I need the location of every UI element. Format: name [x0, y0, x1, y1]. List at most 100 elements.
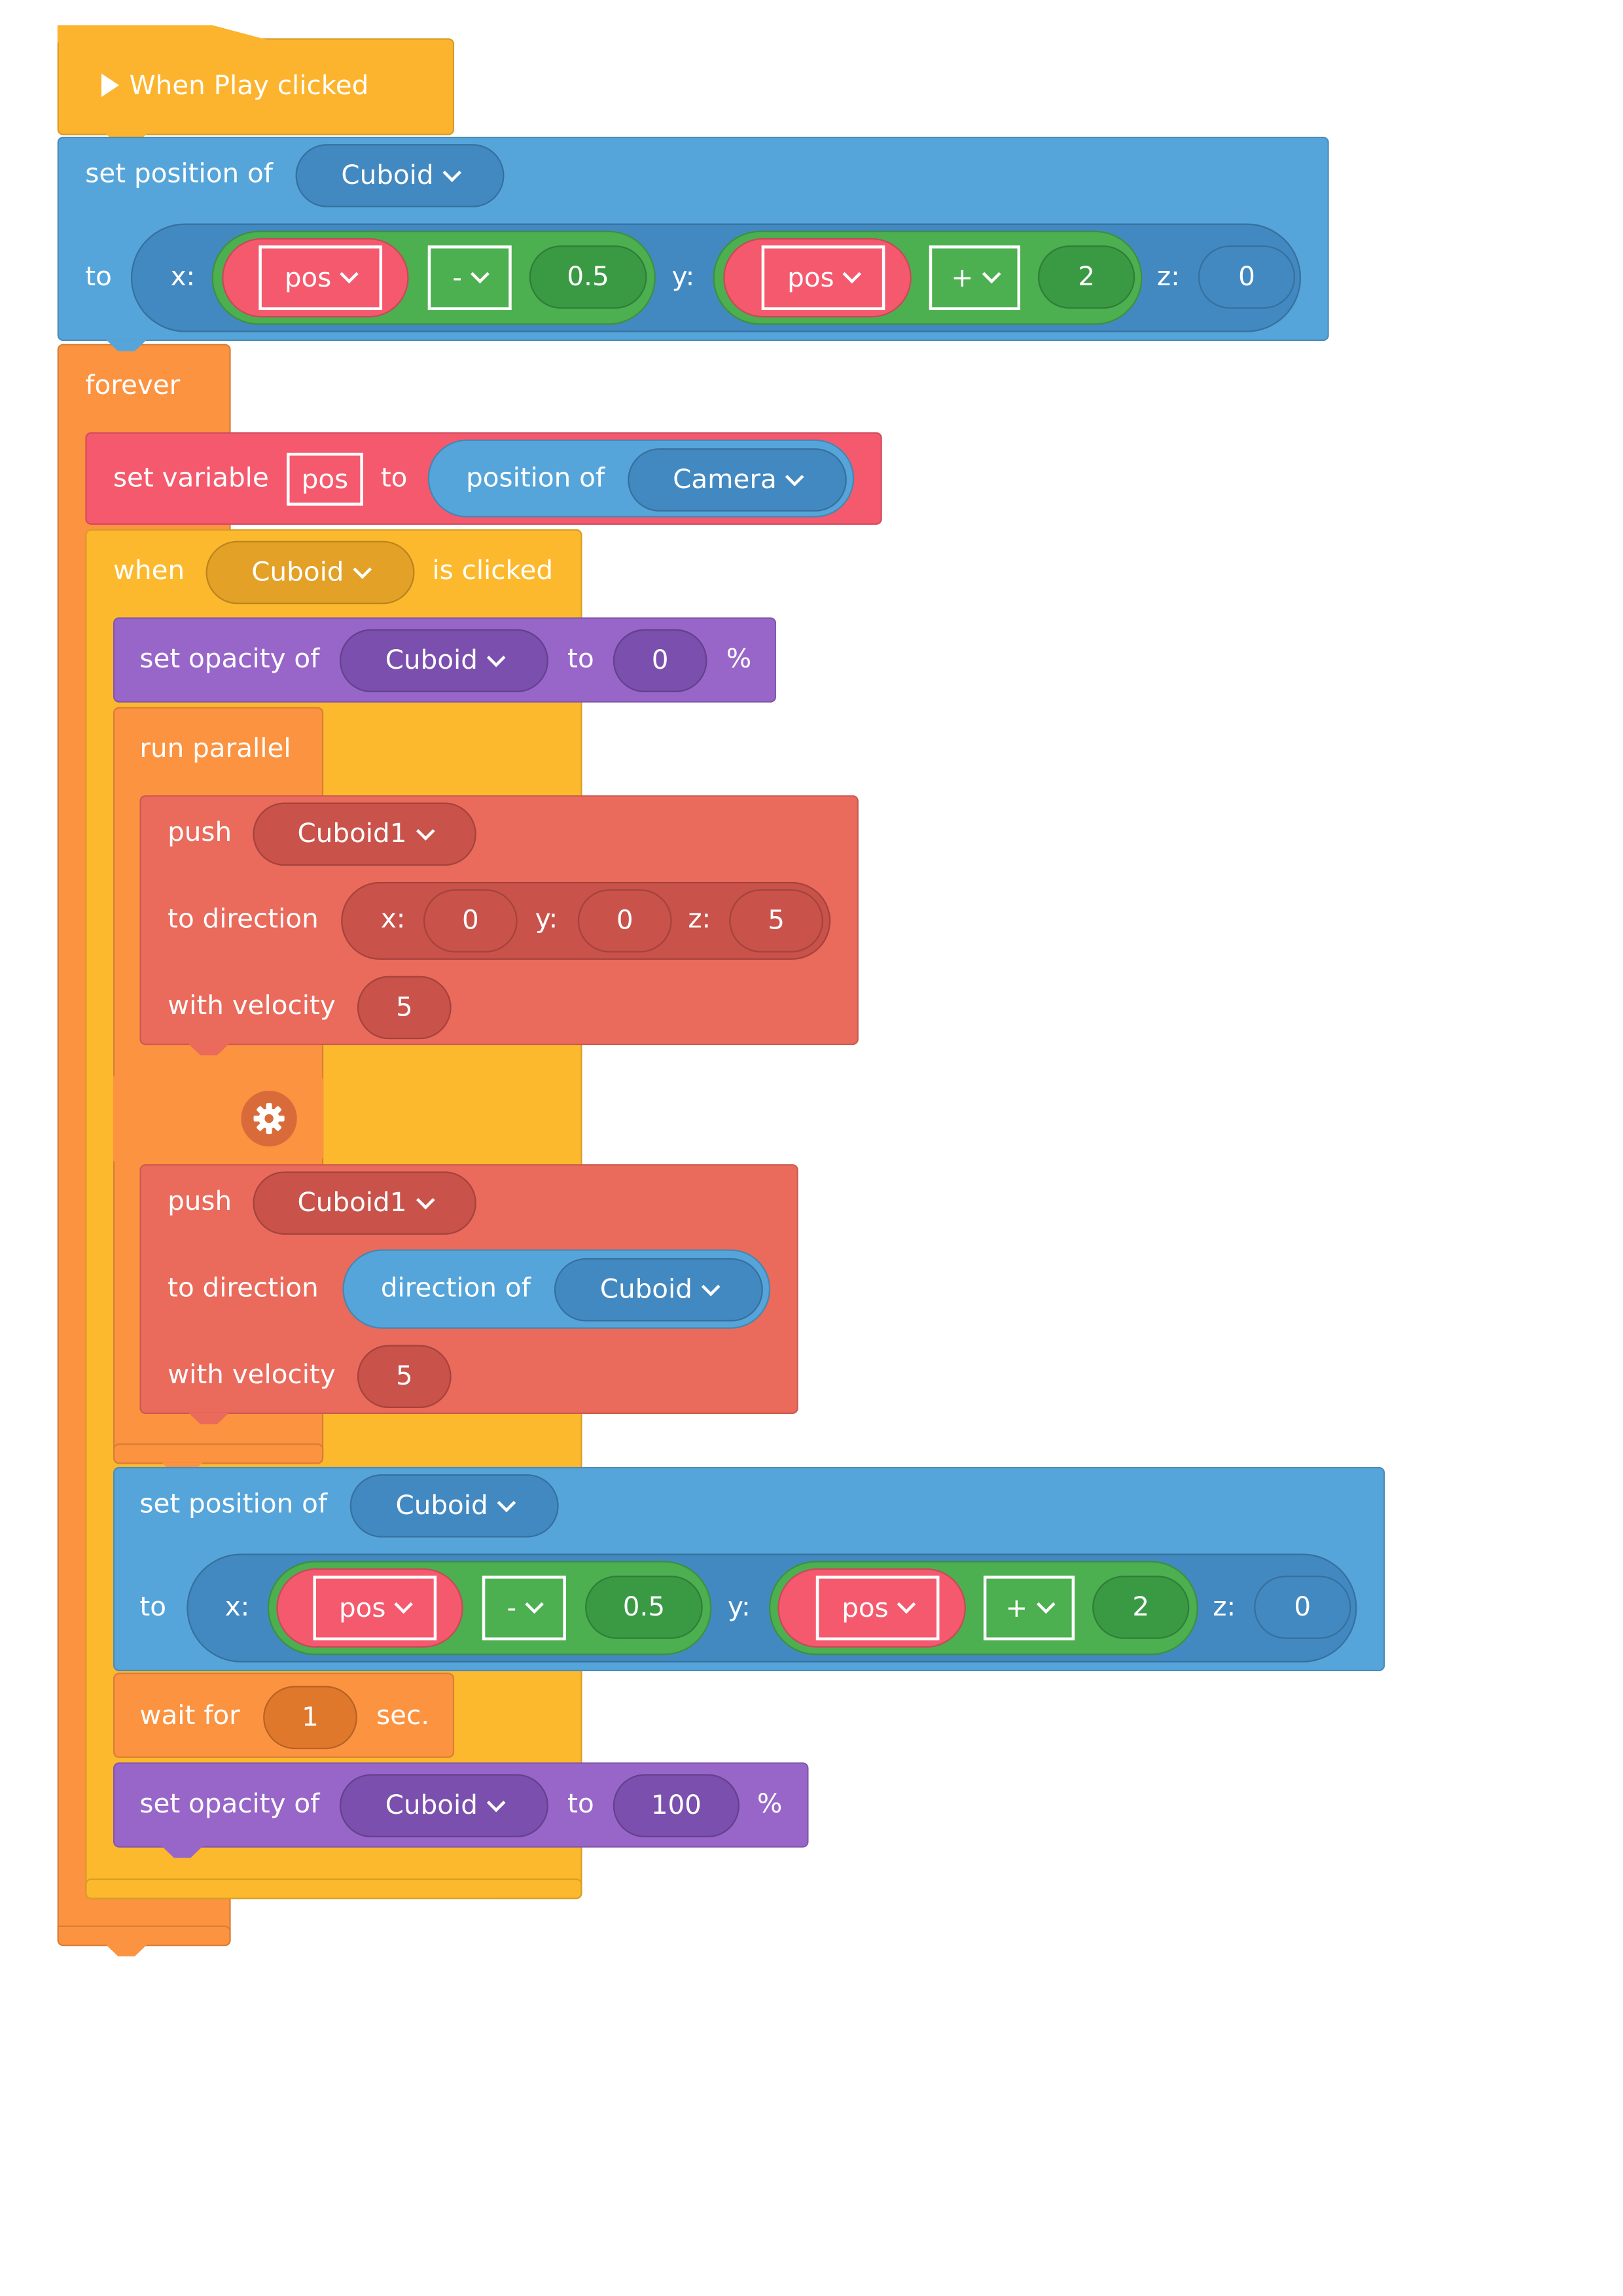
- chevron-down-icon: [340, 264, 359, 284]
- position-of-label: position of: [466, 463, 605, 494]
- forever-bottom-notch: [105, 1944, 147, 1956]
- x-variable-reporter[interactable]: [222, 238, 409, 318]
- x-number-input[interactable]: 0.5: [585, 1576, 703, 1639]
- y-variable-reporter[interactable]: [723, 238, 912, 318]
- push-y-input[interactable]: 0: [577, 889, 672, 953]
- to-direction-label: to direction: [168, 1273, 319, 1304]
- y-variable-dropdown[interactable]: pos: [761, 245, 885, 310]
- wait-for-label: wait for: [139, 1701, 240, 1732]
- chevron-down-icon: [982, 264, 1001, 284]
- set-position-notch: [105, 339, 147, 351]
- with-velocity-label: with velocity: [168, 991, 336, 1022]
- run-parallel-block-bottom[interactable]: [113, 1443, 324, 1464]
- direction-of-label: direction of: [380, 1273, 531, 1304]
- set-position-label: set position of: [139, 1489, 328, 1520]
- chevron-down-icon: [416, 821, 435, 840]
- to-direction-label: to direction: [168, 904, 319, 935]
- push-label: push: [168, 1186, 232, 1218]
- z-number-input[interactable]: 0: [1254, 1576, 1351, 1639]
- gear-icon[interactable]: [241, 1090, 297, 1147]
- chevron-down-icon: [525, 1595, 544, 1614]
- run-parallel-label: run parallel: [139, 733, 291, 765]
- camera-dropdown[interactable]: Camera: [628, 448, 847, 512]
- set-position-label: set position of: [85, 158, 273, 190]
- chevron-down-icon: [843, 264, 862, 284]
- wait-unit-label: sec.: [376, 1701, 430, 1732]
- direction-object-dropdown[interactable]: Cuboid: [554, 1258, 763, 1322]
- x-number-input[interactable]: 0.5: [529, 245, 647, 309]
- y-variable-reporter[interactable]: [777, 1568, 966, 1648]
- opacity-unit-label: %: [726, 643, 752, 675]
- chevron-down-icon: [785, 467, 805, 486]
- x-operator-dropdown[interactable]: -: [482, 1576, 566, 1640]
- when-clicked-block-bottom[interactable]: [85, 1878, 582, 1899]
- clicked-object-dropdown[interactable]: Cuboid: [205, 540, 415, 605]
- object-dropdown[interactable]: Cuboid: [349, 1474, 559, 1538]
- to-label: to: [139, 1591, 167, 1623]
- set-opacity-label: set opacity of: [139, 1788, 320, 1820]
- opacity-to-label: to: [567, 643, 594, 675]
- opacity-to-label: to: [567, 1788, 594, 1820]
- when-label: when: [113, 556, 185, 587]
- object-dropdown[interactable]: Cuboid: [295, 144, 505, 207]
- velocity-input[interactable]: 5: [357, 1345, 452, 1409]
- opacity-unit-label: %: [757, 1788, 783, 1820]
- gear-icon-glyph: [253, 1103, 285, 1135]
- set-variable-to-label: to: [380, 463, 408, 494]
- x-variable-dropdown[interactable]: pos: [313, 1576, 437, 1640]
- push-label: push: [168, 817, 232, 849]
- chevron-down-icon: [486, 1792, 506, 1812]
- velocity-input[interactable]: 5: [357, 976, 452, 1040]
- push-z-input[interactable]: 5: [729, 889, 823, 953]
- chevron-down-icon: [395, 1595, 414, 1614]
- chevron-down-icon: [353, 559, 372, 578]
- y-operator-dropdown[interactable]: +: [929, 245, 1021, 310]
- z-number-input[interactable]: 0: [1198, 245, 1296, 309]
- chevron-down-icon: [471, 264, 490, 284]
- y-operator-dropdown[interactable]: +: [983, 1576, 1075, 1640]
- chevron-down-icon: [1037, 1595, 1056, 1614]
- chevron-down-icon: [701, 1277, 721, 1296]
- x-variable-dropdown[interactable]: pos: [259, 245, 383, 310]
- push-z-label: z:: [688, 904, 711, 935]
- chevron-down-icon: [497, 1492, 516, 1512]
- chevron-down-icon: [442, 162, 461, 182]
- wait-seconds-input[interactable]: 1: [263, 1686, 357, 1750]
- z-label: z:: [1156, 261, 1180, 293]
- chevron-down-icon: [416, 1190, 435, 1209]
- y-label: y:: [671, 261, 695, 293]
- set-opacity-label: set opacity of: [139, 643, 320, 675]
- x-label: x:: [224, 1591, 250, 1623]
- play-triangle-icon: [101, 73, 119, 97]
- y-number-input[interactable]: 2: [1092, 1576, 1190, 1639]
- forever-label: forever: [85, 370, 181, 402]
- push-y-label: y:: [535, 904, 558, 935]
- opacity-object-dropdown[interactable]: Cuboid: [339, 629, 548, 693]
- opacity-object-dropdown[interactable]: Cuboid: [339, 1774, 548, 1838]
- x-operator-dropdown[interactable]: -: [427, 245, 512, 310]
- event-label: When Play clicked: [129, 70, 369, 102]
- forever-block-bottom[interactable]: [57, 1925, 231, 1947]
- set-variable-label: set variable: [113, 463, 269, 494]
- chevron-down-icon: [897, 1595, 917, 1614]
- y-number-input[interactable]: 2: [1037, 245, 1135, 309]
- push-x-input[interactable]: 0: [423, 889, 518, 953]
- variable-name-field[interactable]: pos: [287, 452, 363, 506]
- event-hat-bump: [57, 25, 278, 43]
- chevron-down-icon: [486, 647, 506, 667]
- opacity-value-input[interactable]: 100: [613, 1774, 740, 1838]
- when-play-clicked-block[interactable]: [57, 38, 455, 135]
- opacity-value-input[interactable]: 0: [613, 629, 707, 693]
- x-variable-reporter[interactable]: [276, 1568, 463, 1648]
- push-object-dropdown[interactable]: Cuboid1: [253, 802, 476, 866]
- push-x-label: x:: [380, 904, 406, 935]
- push-block-notch: [188, 1412, 230, 1424]
- to-label: to: [85, 261, 112, 293]
- with-velocity-label: with velocity: [168, 1359, 336, 1391]
- y-variable-dropdown[interactable]: pos: [815, 1576, 940, 1640]
- is-clicked-label: is clicked: [432, 556, 554, 587]
- y-label: y:: [727, 1591, 751, 1623]
- z-label: z:: [1213, 1591, 1236, 1623]
- push-object-dropdown[interactable]: Cuboid1: [253, 1171, 476, 1235]
